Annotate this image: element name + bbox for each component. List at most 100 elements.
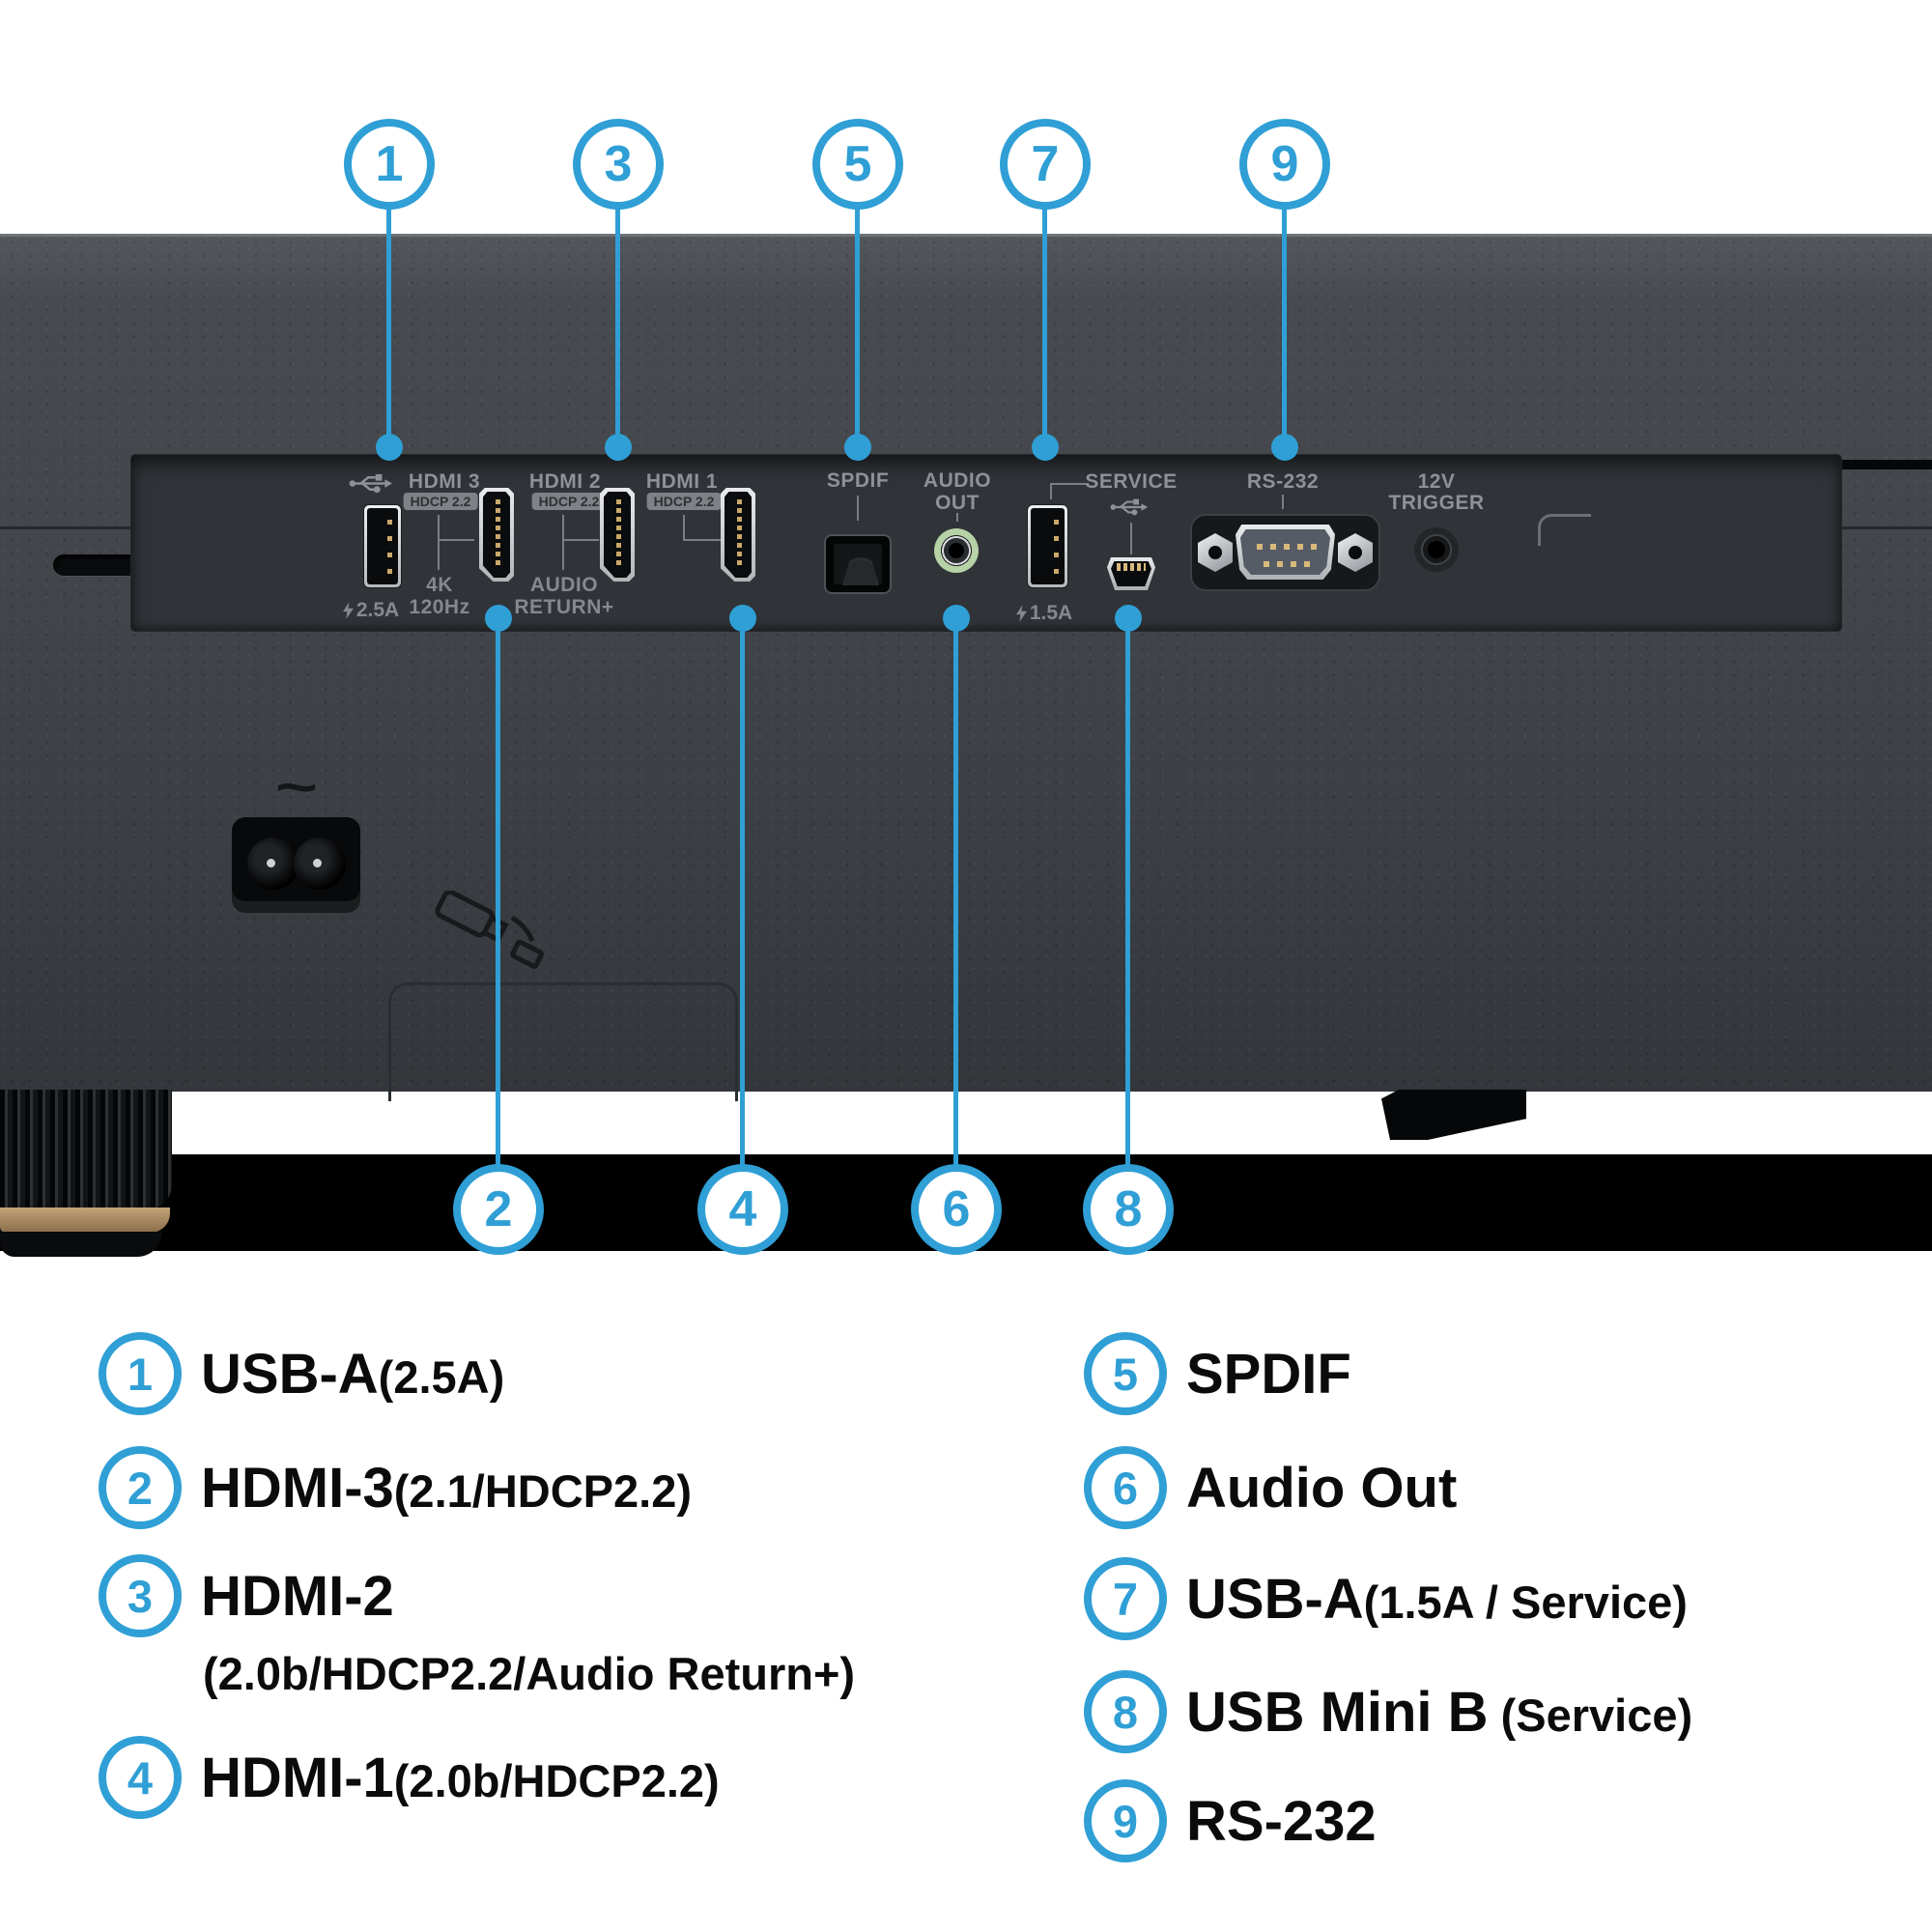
legend-label-9: RS-232 [1186,1789,1377,1854]
legend-main: Audio Out [1186,1456,1458,1520]
ac-power-inlet [232,817,360,913]
callout-line-5 [855,207,860,448]
usb-a-port-2.5a [364,505,401,587]
hdmi3-connector-line [438,539,474,541]
legend-main: RS-232 [1186,1789,1377,1853]
callout-circle-6: 6 [911,1164,1002,1255]
legend-label-2: HDMI-3(2.1/HDCP2.2) [201,1456,692,1520]
legend-main: HDMI-3 [201,1456,394,1520]
hdmi-pins [737,499,742,569]
legend-paren: (1.5A / Service) [1363,1576,1688,1628]
callout-line-3 [615,207,620,448]
legend-label-8: USB Mini B (Service) [1186,1680,1692,1745]
legend-num-2: 2 [99,1446,182,1529]
hdmi2-audio-label: AUDIO [529,574,599,596]
screw-hole [1349,546,1362,559]
usb-pins [387,520,392,575]
io-recess-panel [130,454,1842,632]
legend-main: USB Mini B [1186,1680,1489,1744]
legend-row-5: 5 SPDIF [1084,1332,1351,1415]
hdmi2-label: HDMI 2 [528,470,602,493]
legend-num-8: 8 [1084,1670,1167,1753]
db9-dsub [1236,525,1335,580]
audio-out-jack [934,528,979,573]
legend-row-9: 9 RS-232 [1084,1779,1377,1862]
inlet-pin [313,859,322,867]
hdmi3-label: HDMI 3 [408,470,481,493]
trigger-label-1: 12V [1417,470,1456,493]
legend-main: HDMI-2 [201,1564,394,1628]
case-top-right-lip [1789,460,1932,469]
legend-row-2: 2 HDMI-3(2.1/HDCP2.2) [99,1446,692,1529]
callout-circle-7: 7 [1000,119,1091,210]
spdif-tick [857,496,859,521]
usb-pins [1054,520,1059,575]
service-bracket [1050,483,1089,485]
callout-dot-7 [1032,434,1059,461]
legend-num-6: 6 [1084,1446,1167,1529]
usb-a-port-inner [1031,508,1065,584]
hdmi2-hdcp-badge: HDCP 2.2 [531,493,607,510]
hdmi-1-port [721,488,755,582]
legend-paren: (2.5A) [378,1350,505,1403]
legend-main: USB-A [201,1342,379,1406]
db9-screw-post [1198,533,1233,572]
legend-label-3: HDMI-2 [201,1564,394,1629]
hdmi-pins [496,499,500,569]
usb-a-port-inner [367,508,398,584]
usb-2.5a-label: 2.5A [332,599,410,622]
hdmi2-connector-line [562,515,564,570]
spdif-port [824,534,892,594]
legend-paren: (2.1/HDCP2.2) [393,1464,692,1517]
foot-bronze-ring [0,1208,170,1233]
callout-line-4 [740,618,745,1169]
legend-num-1: 1 [99,1332,182,1415]
usb-a-port-1.5a [1028,505,1067,587]
hdmi3-hdcp-badge: HDCP 2.2 [403,493,478,510]
hdmi3-connector-line [438,515,440,570]
usb-1.5a-label: 1.5A [1006,602,1083,625]
db9-screw-post [1338,533,1373,572]
service-label: SERVICE [1085,470,1178,493]
mini-b-pins [1117,563,1146,571]
callout-dot-1 [376,434,403,461]
callout-circle-8: 8 [1083,1164,1174,1255]
hdmi2-connector-line [562,539,599,541]
callout-dot-5 [844,434,871,461]
ac-symbol: ~ [274,758,319,816]
audio-out-label-1: AUDIO [923,469,992,492]
legend-label-3-line2: (2.0b/HDCP2.2/Audio Return+) [203,1648,856,1699]
legend-main: HDMI-1 [201,1746,394,1809]
legend-row-1: 1 USB-A(2.5A) [99,1332,504,1415]
legend-row-4: 4 HDMI-1(2.0b/HDCP2.2) [99,1736,720,1819]
hdmi-2-port [600,488,635,582]
callout-circle-4: 4 [697,1164,788,1255]
callout-line-2 [496,618,500,1169]
legend-num-3: 3 [99,1554,182,1637]
usb-amp-text: 1.5A [1029,602,1073,624]
12v-trigger-jack [1414,527,1459,572]
legend-label-7: USB-A(1.5A / Service) [1186,1567,1688,1632]
rs232-tick [1282,495,1284,509]
callout-circle-3: 3 [573,119,664,210]
hdmi1-hdcp-badge: HDCP 2.2 [646,493,722,510]
hdmi1-connector-line [683,515,685,541]
callout-dot-3 [605,434,632,461]
screw-hole [1208,546,1222,559]
legend-row-7: 7 USB-A(1.5A / Service) [1084,1557,1688,1640]
callout-line-6 [953,618,958,1169]
legend-paren: (Service) [1488,1689,1693,1741]
projector-case [0,234,1932,1092]
db9-face [1240,529,1330,575]
dongle-compartment-door [388,982,738,1101]
hdmi1-connector-line [683,539,721,541]
callout-line-7 [1042,207,1047,448]
callout-circle-2: 2 [453,1164,544,1255]
service-bracket [1050,483,1052,499]
hdmi1-label: HDMI 1 [645,470,719,493]
projector-foot-left [0,1090,174,1258]
legend-label-4: HDMI-1(2.0b/HDCP2.2) [201,1746,720,1810]
hdmi3-120hz-label: 120Hz [409,596,470,618]
projector-foot-right [1381,1090,1526,1140]
